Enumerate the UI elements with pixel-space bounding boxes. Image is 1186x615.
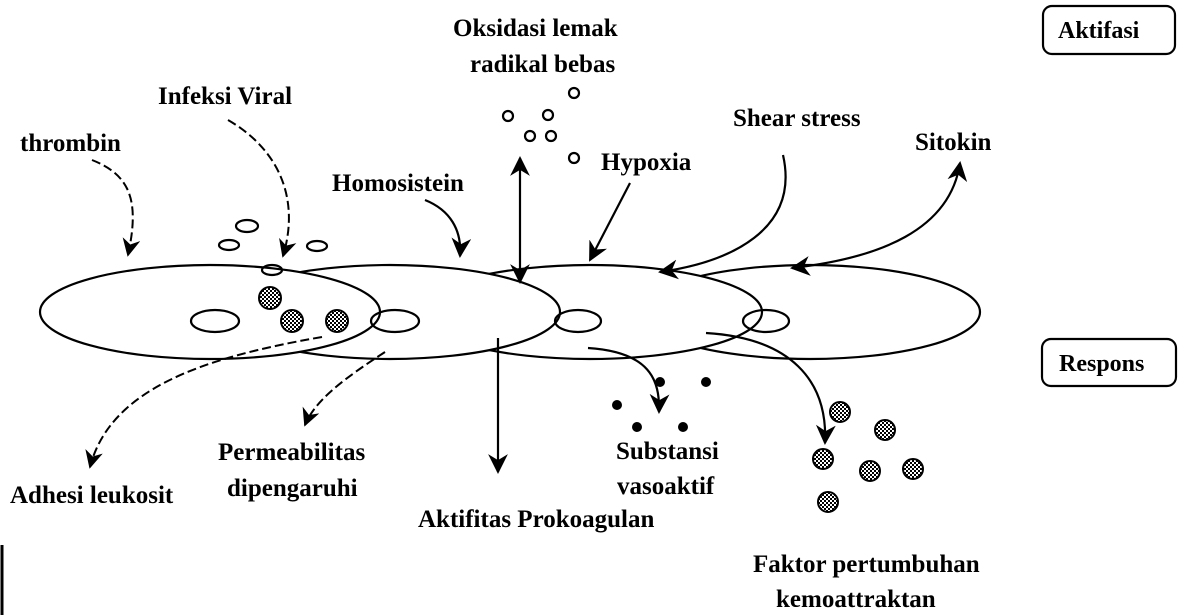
- response-box: Respons: [1042, 339, 1176, 386]
- vasoactive-label-line2: vasoaktif: [617, 473, 715, 500]
- hypoxia-label: Hypoxia: [601, 149, 692, 176]
- homocysteine-arrow: [425, 200, 460, 256]
- cytokine-label: Sitokin: [915, 129, 992, 156]
- free-radical: [503, 111, 513, 121]
- vasoactive-dot: [612, 400, 622, 410]
- growth-factor-label-line1: Faktor pertumbuhan: [753, 551, 980, 578]
- thrombin-label: thrombin: [20, 130, 121, 157]
- virus-particle: [219, 240, 239, 250]
- permeability-label-line2: dipengaruhi: [227, 475, 358, 502]
- free-radical: [546, 131, 556, 141]
- leukocyte: [259, 287, 281, 309]
- adhesion-label: Adhesi leukosit: [10, 482, 174, 509]
- response-box-label: Respons: [1059, 351, 1144, 377]
- leukocyte: [326, 310, 348, 332]
- free-radical: [525, 131, 535, 141]
- hypoxia-arrow: [590, 183, 630, 260]
- endothelial-cell-layer: [40, 265, 980, 359]
- vasoactive-label-line1: Substansi: [616, 438, 719, 465]
- activation-arrows: [92, 120, 960, 282]
- thrombin-arrow: [92, 160, 133, 255]
- activation-box: Aktifasi: [1043, 6, 1175, 54]
- virus-particle: [307, 241, 327, 251]
- vasoactive-dot-group: [612, 377, 711, 432]
- activation-box-label: Aktifasi: [1058, 18, 1140, 44]
- vasoactive-dot: [701, 377, 711, 387]
- permeability-label-line1: Permeabilitas: [218, 439, 365, 466]
- free-radical: [569, 153, 579, 163]
- growth-factor-group: [813, 402, 923, 512]
- growth-factor-particle: [875, 420, 895, 440]
- free-radical: [569, 88, 579, 98]
- growth-factor-particle: [903, 459, 923, 479]
- growth-factor-particle: [860, 461, 880, 481]
- growth-factor-label-line2: kemoattraktan: [776, 586, 936, 613]
- shear-stress-label: Shear stress: [733, 105, 861, 132]
- leukocyte: [281, 310, 303, 332]
- oxidation-label-line1: Oksidasi lemak: [453, 15, 618, 42]
- vasoactive-dot: [678, 422, 688, 432]
- cytokine-double-arrow: [792, 163, 960, 268]
- growth-factor-particle: [818, 492, 838, 512]
- viral-arrow: [228, 120, 289, 256]
- viral-label: Infeksi Viral: [158, 83, 292, 110]
- procoagulant-label: Aktifitas Prokoagulan: [418, 506, 654, 533]
- permeability-arrow: [305, 352, 385, 425]
- oxidation-label-line2: radikal bebas: [470, 51, 615, 78]
- vasoactive-dot: [632, 422, 642, 432]
- free-radical-group: [503, 88, 579, 163]
- homocysteine-label: Homosistein: [332, 170, 464, 197]
- virus-particle: [236, 220, 258, 232]
- endothelial-cell-1: [40, 265, 380, 359]
- growth-factor-particle: [813, 449, 833, 469]
- free-radical: [543, 110, 553, 120]
- growth-factor-particle: [830, 402, 850, 422]
